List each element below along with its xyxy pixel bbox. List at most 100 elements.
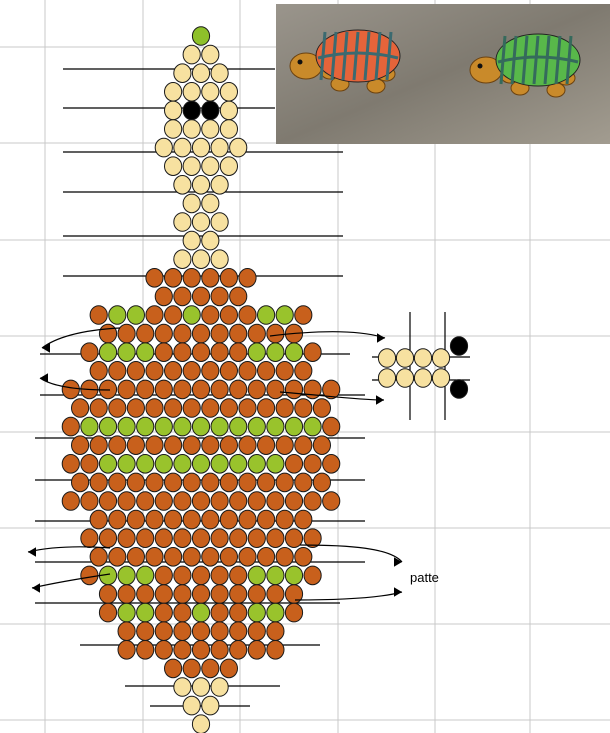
shell-bead-brown <box>211 343 228 362</box>
shell-bead-brown <box>239 399 256 418</box>
shell-bead-brown <box>276 473 293 492</box>
shell-bead-brown <box>220 362 237 381</box>
shell-bead-brown <box>239 473 256 492</box>
eye-bead <box>450 337 467 356</box>
shell-bead-brown <box>211 566 228 585</box>
leg-detail <box>372 312 470 420</box>
shell-bead-brown <box>183 362 200 381</box>
head-bead <box>202 83 219 102</box>
head-bead <box>192 715 209 733</box>
shell-bead-green <box>137 343 154 362</box>
shell-bead-green <box>285 417 302 436</box>
arrowhead <box>394 587 402 597</box>
shell-bead-brown <box>202 306 219 325</box>
shell-bead-brown <box>183 473 200 492</box>
arrowhead <box>40 373 48 383</box>
shell-bead-brown <box>211 622 228 641</box>
shell-bead-green <box>137 455 154 474</box>
head-bead <box>183 45 200 64</box>
shell-bead-brown <box>258 548 275 567</box>
tip-bead <box>192 27 209 46</box>
shell-bead-brown <box>211 287 228 306</box>
shell-bead-brown <box>192 343 209 362</box>
shell-bead-brown <box>137 641 154 660</box>
shell-bead-brown <box>165 659 182 678</box>
shell-bead-brown <box>155 622 172 641</box>
head-bead <box>165 120 182 139</box>
shell-bead-brown <box>183 548 200 567</box>
shell-bead-green <box>99 455 116 474</box>
shell-bead-brown <box>192 585 209 604</box>
shell-bead-green <box>211 417 228 436</box>
head-bead <box>202 231 219 250</box>
head-bead <box>220 101 237 120</box>
head-bead <box>174 64 191 83</box>
shell-bead-brown <box>174 603 191 622</box>
shell-bead-brown <box>146 548 163 567</box>
shell-bead-brown <box>155 324 172 343</box>
head-bead <box>378 349 395 368</box>
shell-bead-brown <box>230 622 247 641</box>
shell-bead-brown <box>267 529 284 548</box>
shell-bead-green <box>81 417 98 436</box>
arrowhead <box>32 583 40 593</box>
shell-bead-brown <box>137 622 154 641</box>
shell-bead-green <box>211 455 228 474</box>
shell-bead-brown <box>165 436 182 455</box>
shell-bead-brown <box>81 455 98 474</box>
shell-bead-brown <box>202 399 219 418</box>
shell-bead-brown <box>99 324 116 343</box>
shell-bead-brown <box>165 548 182 567</box>
shell-bead-brown <box>174 492 191 511</box>
head-bead <box>183 120 200 139</box>
shell-bead-brown <box>267 585 284 604</box>
head-bead <box>192 213 209 232</box>
shell-bead-brown <box>174 585 191 604</box>
shell-bead-brown <box>267 492 284 511</box>
shell-bead-brown <box>267 622 284 641</box>
shell-bead-brown <box>220 510 237 529</box>
shell-bead-brown <box>99 585 116 604</box>
shell-bead-brown <box>267 641 284 660</box>
shell-bead-brown <box>137 529 154 548</box>
shell-bead-brown <box>81 529 98 548</box>
shell-bead-brown <box>109 473 126 492</box>
shell-bead-brown <box>127 362 144 381</box>
shell-bead-brown <box>174 622 191 641</box>
shell-bead-brown <box>276 548 293 567</box>
shell-bead-green <box>155 455 172 474</box>
shell-bead-brown <box>295 362 312 381</box>
head-bead <box>396 349 413 368</box>
shell-bead-brown <box>118 622 135 641</box>
head-bead <box>155 138 172 157</box>
head-bead <box>192 138 209 157</box>
shell-bead-green <box>127 306 144 325</box>
shell-bead-brown <box>323 455 340 474</box>
arrowhead <box>28 547 36 557</box>
shell-bead-green <box>248 603 265 622</box>
shell-bead-brown <box>211 603 228 622</box>
arrowhead <box>377 333 385 343</box>
shell-bead-brown <box>62 492 79 511</box>
shell-bead-brown <box>155 492 172 511</box>
shell-bead-brown <box>183 510 200 529</box>
shell-bead-brown <box>99 529 116 548</box>
eye-bead <box>183 101 200 120</box>
head-bead <box>183 83 200 102</box>
head-bead <box>211 64 228 83</box>
shell-bead-brown <box>230 380 247 399</box>
head-bead <box>174 678 191 697</box>
shell-bead-brown <box>183 269 200 288</box>
shell-bead-brown <box>230 343 247 362</box>
shell-bead-brown <box>323 492 340 511</box>
shell-bead-brown <box>304 492 321 511</box>
shell-bead-brown <box>323 417 340 436</box>
shell-bead-brown <box>137 324 154 343</box>
shell-bead-green <box>118 566 135 585</box>
shell-bead-brown <box>258 436 275 455</box>
shell-bead-brown <box>118 641 135 660</box>
shell-bead-green <box>248 455 265 474</box>
shell-bead-brown <box>258 362 275 381</box>
shell-bead-brown <box>220 473 237 492</box>
shell-bead-brown <box>137 380 154 399</box>
